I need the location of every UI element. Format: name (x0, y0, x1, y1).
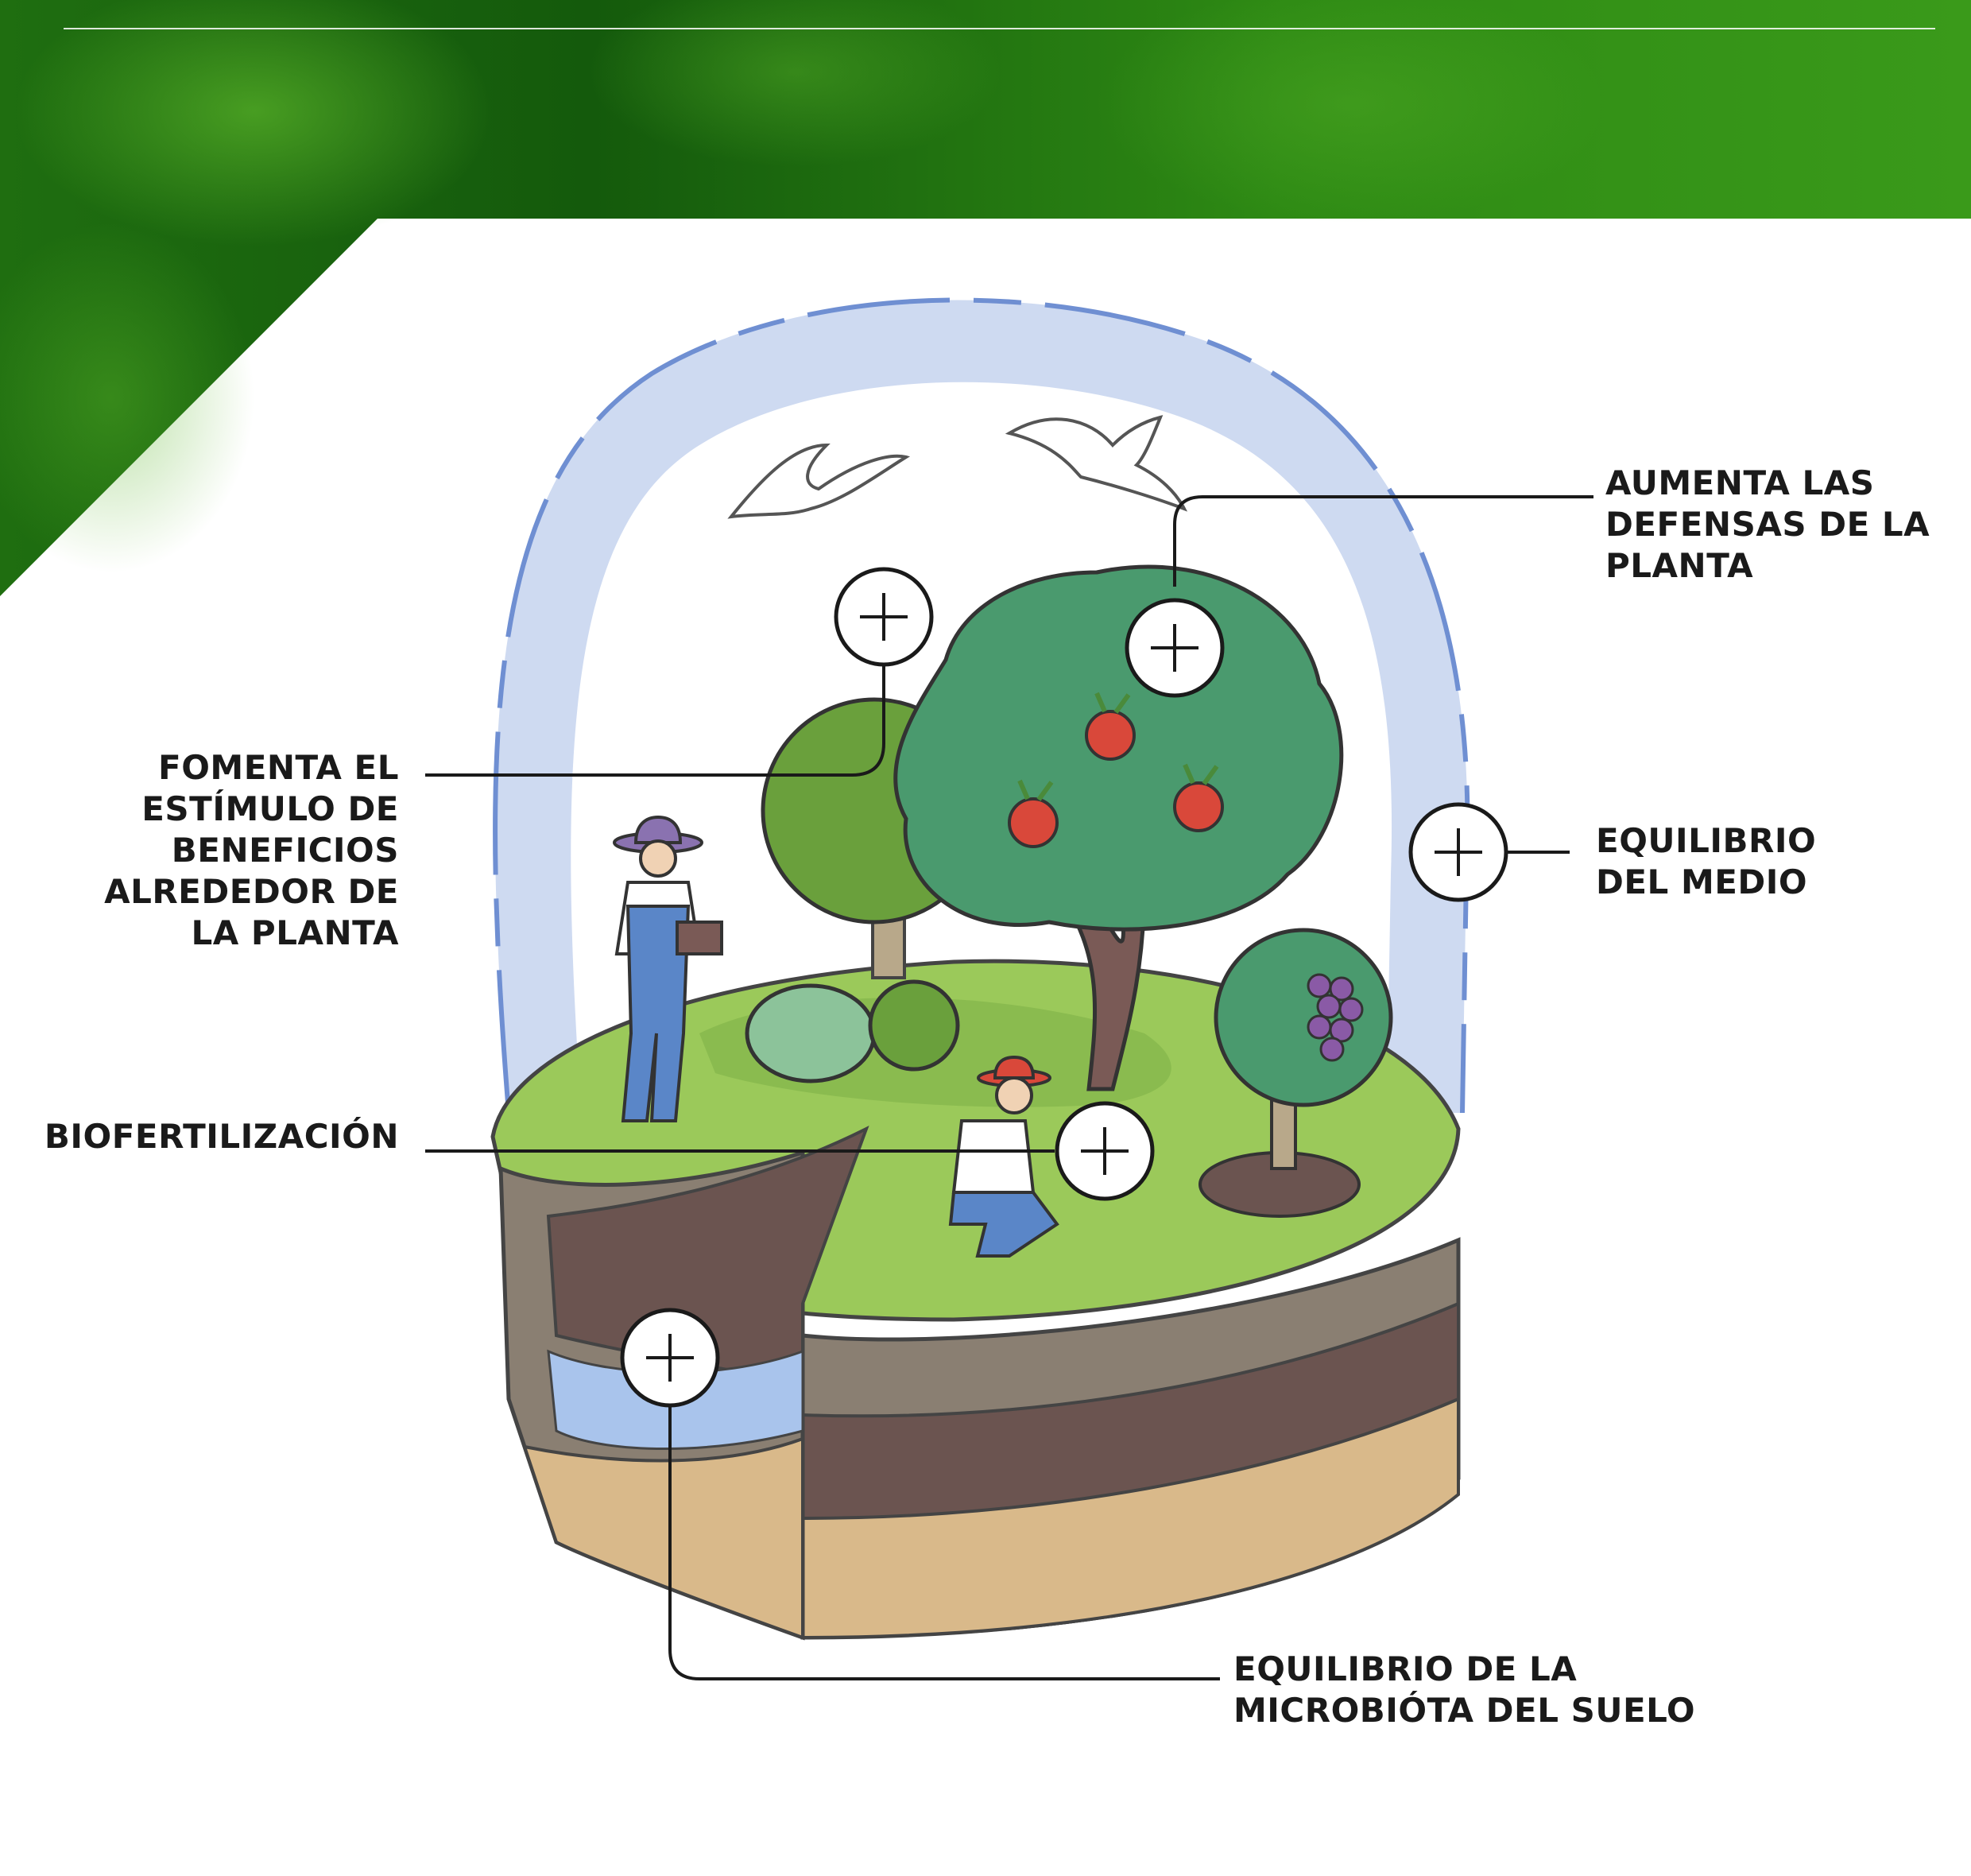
bird (727, 443, 911, 519)
connector-estimulo (425, 665, 885, 777)
connector-microbiota (668, 1405, 1220, 1680)
apple-tree (893, 564, 1344, 1091)
apple (1085, 692, 1136, 761)
connector-defensas (1173, 495, 1593, 587)
plus-marker-biofert[interactable] (1055, 1101, 1155, 1201)
plus-icon (1435, 828, 1482, 876)
shrub (745, 979, 960, 1083)
apple (1008, 779, 1059, 848)
callout-label-defensas: AUMENTA LAS DEFENSAS DE LA PLANTA (1605, 463, 1930, 585)
plus-icon (1151, 624, 1198, 672)
soil-layers (800, 1237, 1461, 1640)
plus-marker-defensas[interactable] (1125, 598, 1225, 698)
grape-vine (1198, 928, 1393, 1218)
callout-connectors (425, 495, 1593, 1680)
farmer-standing (613, 815, 723, 1122)
farmer-kneeling (948, 1055, 1059, 1258)
grapes (1307, 973, 1364, 1062)
callout-label-biofertilizacion: BIOFERTILIZACIÓN (44, 1117, 399, 1156)
callout-label-estimulo: FOMENTA EL ESTÍMULO DE BENEFICIOS ALREDE… (104, 748, 399, 952)
plus-marker-medio[interactable] (1408, 802, 1508, 902)
apple (1173, 763, 1224, 832)
plus-icon (1081, 1127, 1129, 1175)
plus-marker-microbiota[interactable] (620, 1308, 720, 1408)
leaf-banner (0, 0, 1971, 596)
plus-marker-estimulo[interactable] (834, 567, 934, 667)
plus-icon (860, 593, 908, 641)
bird (1005, 415, 1188, 512)
callout-label-medio: EQUILIBRIO DEL MEDIO (1596, 821, 1817, 901)
callout-label-microbiota: EQUILIBRIO DE LA MICROBIÓTA DEL SUELO (1233, 1649, 1696, 1730)
plus-icon (646, 1334, 694, 1382)
